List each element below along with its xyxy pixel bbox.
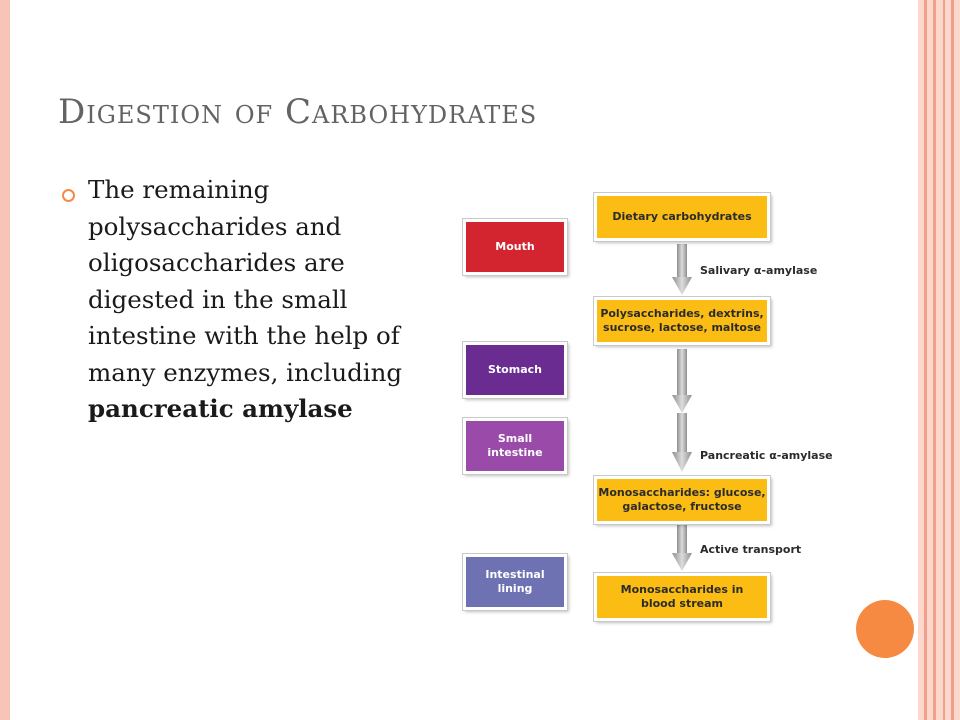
step-polysaccharides: Polysaccharides, dextrins, sucrose, lact… [594, 297, 770, 345]
frame-stripe [943, 0, 945, 720]
arrow-down-icon [672, 244, 692, 295]
enzyme-salivary-amylase: Salivary α-amylase [700, 264, 818, 277]
organ-stomach: Stomach [463, 342, 567, 398]
bullet-text-bold: pancreatic amylase [88, 394, 353, 423]
frame-stripe [933, 0, 936, 720]
bullet-marker-icon [62, 189, 75, 202]
organ-intestinal-lining: Intestinal lining [463, 554, 567, 610]
bullet-text: The remaining polysaccharides and oligos… [88, 172, 433, 428]
step-blood-stream: Monosaccharides in blood stream [594, 573, 770, 621]
slide-frame-left [0, 0, 10, 720]
frame-stripe [924, 0, 927, 720]
frame-stripe [951, 0, 954, 720]
accent-circle [856, 600, 914, 658]
slide-title: Digestion of Carbohydrates [58, 92, 538, 132]
step-dietary-carbohydrates: Dietary carbohydrates [594, 193, 770, 241]
step-monosaccharides: Monosaccharides: glucose, galactose, fru… [594, 476, 770, 524]
organ-small-intestine: Small intestine [463, 418, 567, 474]
arrow-down-icon [672, 524, 692, 571]
organ-mouth: Mouth [463, 219, 567, 275]
arrow-down-icon [672, 349, 692, 472]
enzyme-active-transport: Active transport [700, 543, 802, 556]
enzyme-pancreatic-amylase: Pancreatic α-amylase [700, 449, 833, 462]
bullet-text-plain: The remaining polysaccharides and oligos… [88, 175, 403, 387]
